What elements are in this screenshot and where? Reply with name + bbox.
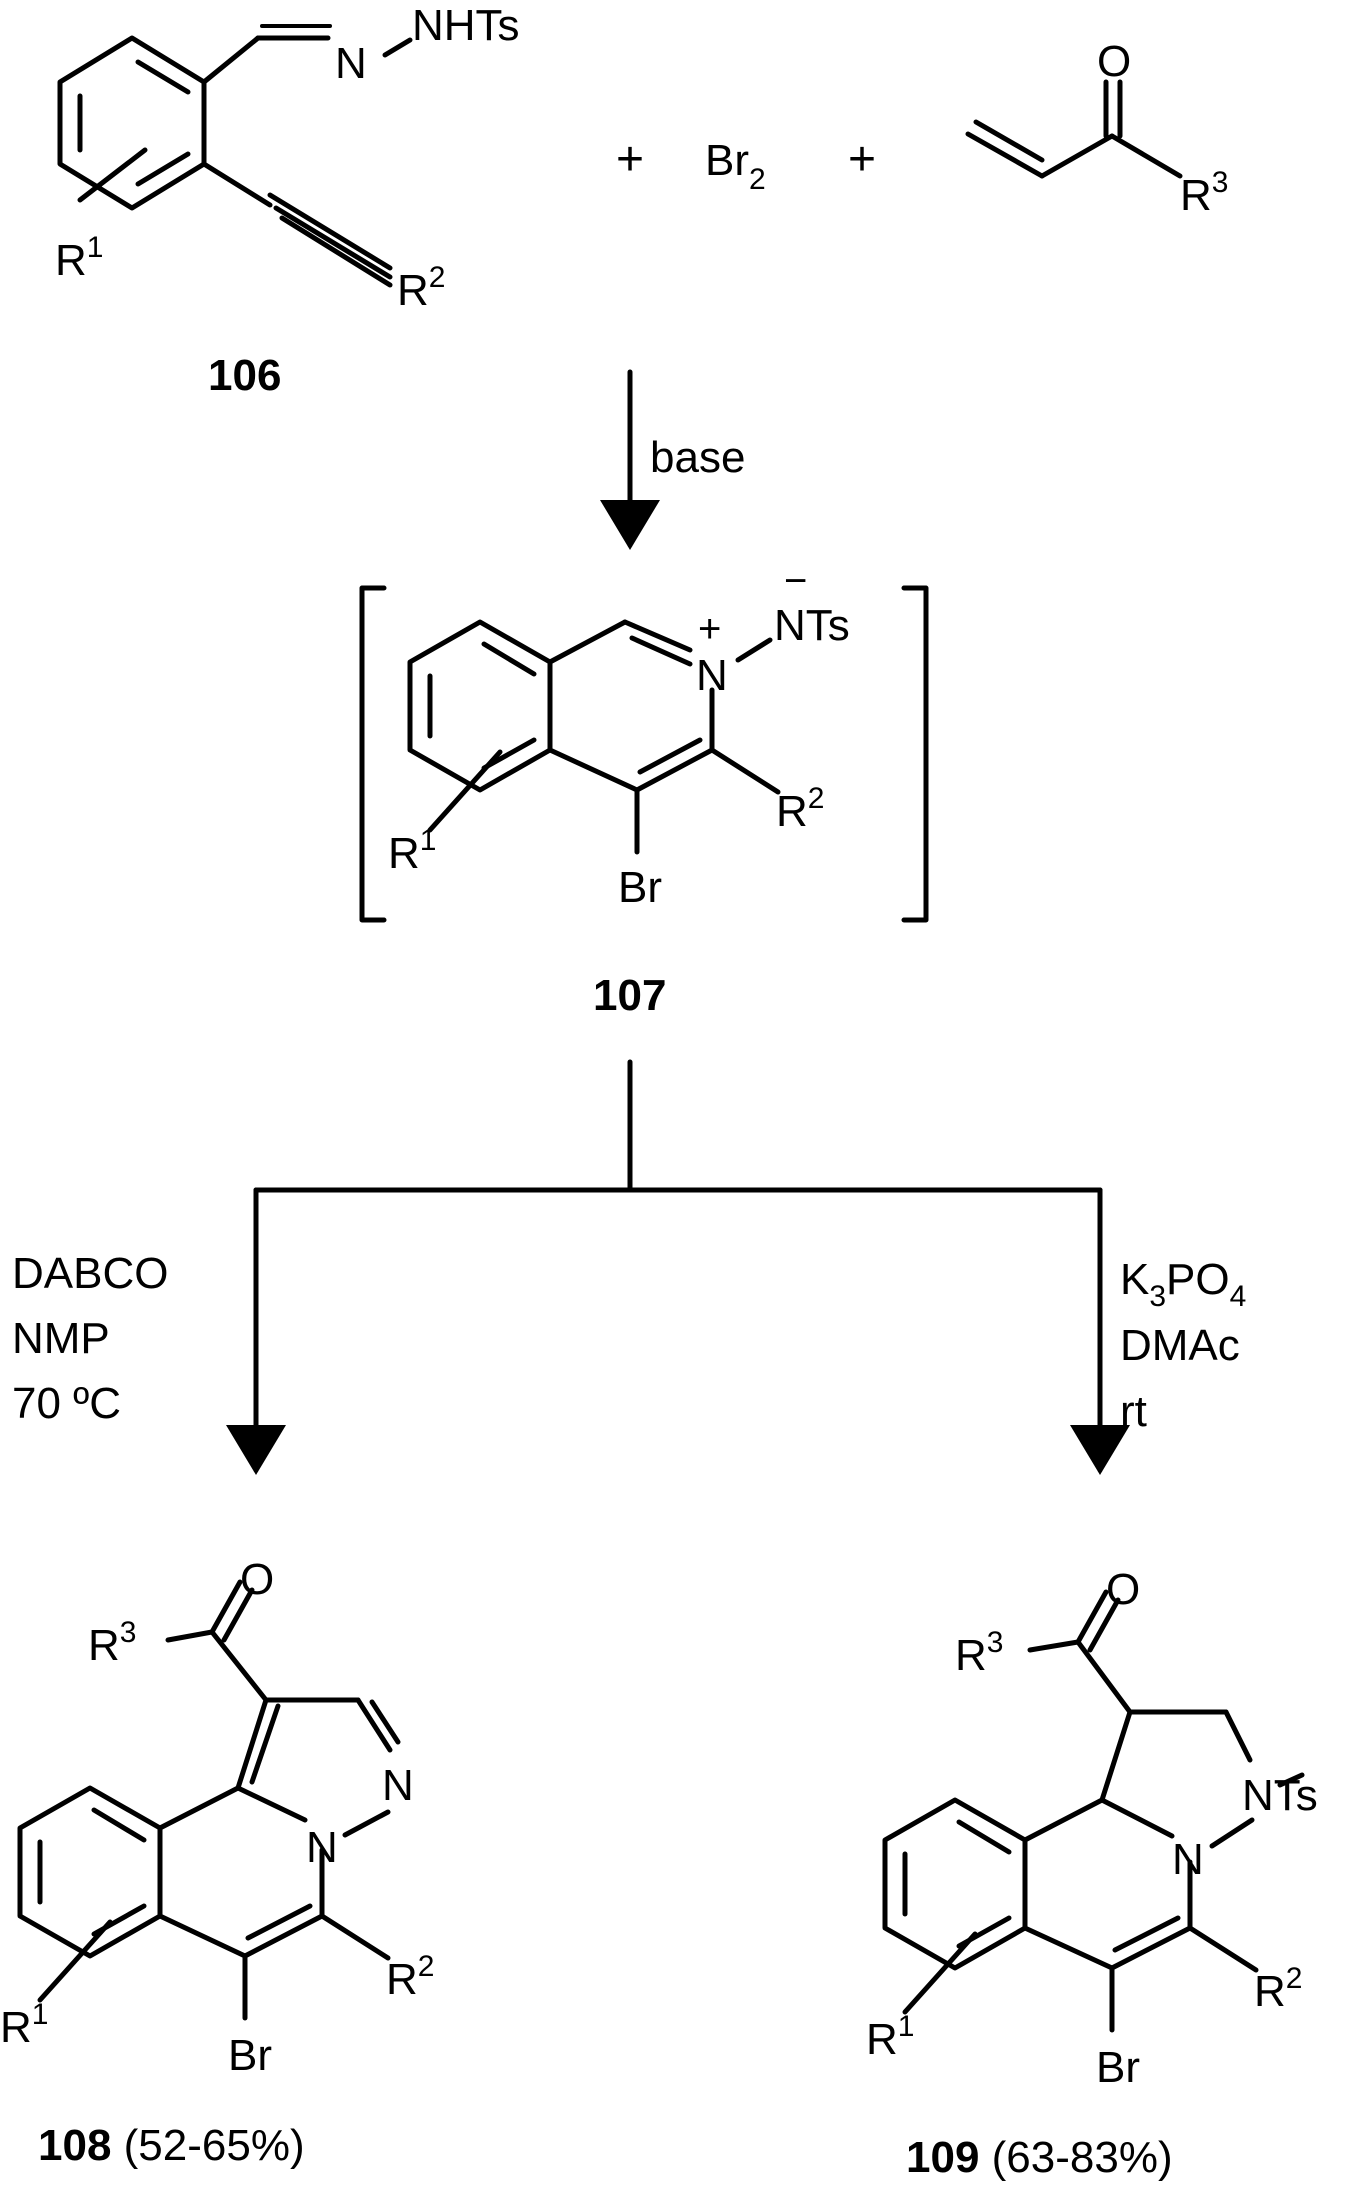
p109-br: Br (1096, 2043, 1140, 2092)
i107-r1: R1 (388, 824, 436, 878)
compound-109-structure (882, 1589, 1305, 2033)
branching-arrows (226, 1059, 1130, 1475)
enone-structure (965, 79, 1183, 179)
p108-n1: N (306, 1823, 338, 1872)
left-condition-2: NMP (12, 1314, 110, 1363)
p109-r1: R1 (866, 2010, 914, 2064)
r106-imine-n: N (335, 39, 367, 88)
reagent-base: base (650, 433, 745, 482)
i107-br: Br (618, 863, 662, 912)
p109-nts: NTs (1242, 1771, 1318, 1820)
enone-r3: R3 (1180, 166, 1228, 220)
p109-r2: R2 (1254, 1962, 1302, 2016)
enone-oxygen: O (1097, 37, 1131, 86)
label-109: 109 (63-83%) (906, 2133, 1173, 2182)
p109-oxygen: O (1106, 1565, 1140, 1614)
label-107: 107 (593, 971, 666, 1020)
right-condition-2: DMAc (1120, 1321, 1240, 1370)
left-condition-3: 70 ºC (12, 1379, 121, 1428)
p108-br: Br (228, 2031, 272, 2080)
intermediate-brackets (359, 585, 929, 923)
i107-r2: R2 (776, 782, 824, 836)
i107-n: N (696, 651, 728, 700)
plus-sign-1: + (616, 133, 644, 186)
r106-nhts: NHTs (412, 1, 520, 50)
right-condition-1: K3PO4 (1120, 1255, 1246, 1313)
p108-oxygen: O (240, 1555, 274, 1604)
compound-106-structure (57, 24, 413, 288)
compound-108-structure (17, 1579, 401, 2021)
i107-n-minus: − (784, 559, 807, 603)
compound-107-structure (407, 619, 781, 855)
p108-r3: R3 (88, 1616, 136, 1670)
right-condition-3: rt (1120, 1387, 1147, 1436)
plus-sign-2: + (848, 133, 876, 186)
i107-nts: NTs (774, 601, 850, 650)
bromine-reagent: Br2 (705, 136, 766, 196)
i107-n-plus: + (698, 607, 721, 651)
p109-r3: R3 (955, 1626, 1003, 1680)
r106-r1: R1 (55, 231, 103, 285)
left-condition-1: DABCO (12, 1249, 168, 1298)
p108-r2: R2 (386, 1950, 434, 2004)
label-108: 108 (52-65%) (38, 2121, 305, 2170)
p109-n1: N (1172, 1835, 1204, 1884)
p108-n2: N (382, 1761, 414, 1810)
r106-r2: R2 (397, 261, 445, 315)
p108-r1: R1 (0, 1998, 48, 2052)
label-106: 106 (208, 351, 281, 400)
